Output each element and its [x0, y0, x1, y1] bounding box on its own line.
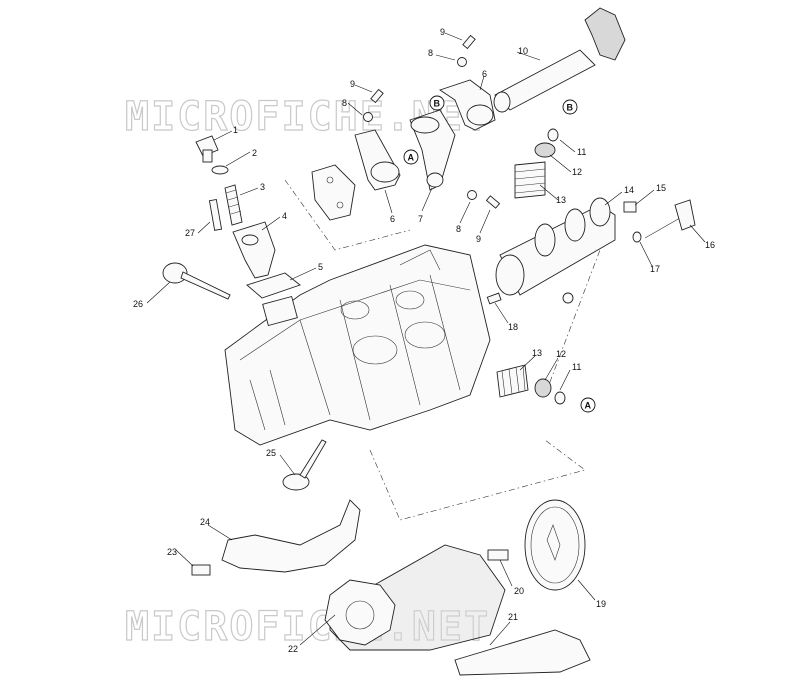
- reference-a-1: A: [408, 153, 415, 163]
- reference-a-2: A: [585, 401, 592, 411]
- callout-2: 2: [252, 148, 257, 158]
- callout-23: 23: [167, 547, 177, 557]
- decompression-lever: [632, 199, 696, 243]
- callout-6a: 6: [482, 69, 487, 79]
- cam-sprocket: [487, 499, 586, 591]
- tensioner-group: [195, 135, 301, 299]
- callout-numbers: 1 2 3 4 5 6 6 7 8 8 8 9 9 9 10 11 11 12 …: [133, 27, 715, 654]
- reference-bubbles: A A B B: [403, 95, 596, 413]
- callout-8b: 8: [342, 98, 347, 108]
- callout-20: 20: [514, 586, 524, 596]
- callout-12b: 12: [556, 349, 566, 359]
- callout-16: 16: [705, 240, 715, 250]
- callout-1: 1: [233, 125, 238, 135]
- fasteners: [363, 34, 559, 209]
- callout-19: 19: [596, 599, 606, 609]
- leader-lines: [146, 32, 706, 646]
- camshaft: [495, 197, 637, 304]
- callout-7: 7: [418, 214, 423, 224]
- callout-8a: 8: [428, 48, 433, 58]
- callout-25: 25: [266, 448, 276, 458]
- callout-24: 24: [200, 517, 210, 527]
- callout-9a: 9: [440, 27, 445, 37]
- callout-3: 3: [260, 182, 265, 192]
- callout-21: 21: [508, 612, 518, 622]
- callout-22: 22: [288, 644, 298, 654]
- callout-5: 5: [318, 262, 323, 272]
- pin: [486, 292, 502, 305]
- valves: [162, 262, 327, 491]
- reference-b-1: B: [434, 99, 441, 109]
- bracket: [311, 164, 356, 221]
- callout-18: 18: [508, 322, 518, 332]
- callout-12a: 12: [572, 167, 582, 177]
- timing-chain: [324, 544, 591, 676]
- callout-13b: 13: [532, 348, 542, 358]
- reference-b-2: B: [567, 103, 574, 113]
- callout-15: 15: [656, 183, 666, 193]
- rocker-arms: [354, 79, 496, 191]
- callout-8c: 8: [456, 224, 461, 234]
- callout-27: 27: [185, 228, 195, 238]
- callout-26: 26: [133, 299, 143, 309]
- callout-10: 10: [518, 46, 528, 56]
- callout-14: 14: [624, 185, 634, 195]
- watermark-bottom: MICROFICHE.NET: [125, 604, 490, 650]
- callout-11a: 11: [577, 147, 586, 157]
- callout-9c: 9: [476, 234, 481, 244]
- callout-17: 17: [650, 264, 660, 274]
- cylinder-head: [224, 244, 491, 446]
- callout-6b: 6: [390, 214, 395, 224]
- callout-9b: 9: [350, 79, 355, 89]
- callout-13a: 13: [556, 195, 566, 205]
- valve-springs: [496, 161, 566, 405]
- callout-11b: 11: [572, 362, 581, 372]
- callout-4: 4: [282, 211, 287, 221]
- rocker-shaft: [493, 7, 626, 113]
- chain-guide: [191, 499, 361, 576]
